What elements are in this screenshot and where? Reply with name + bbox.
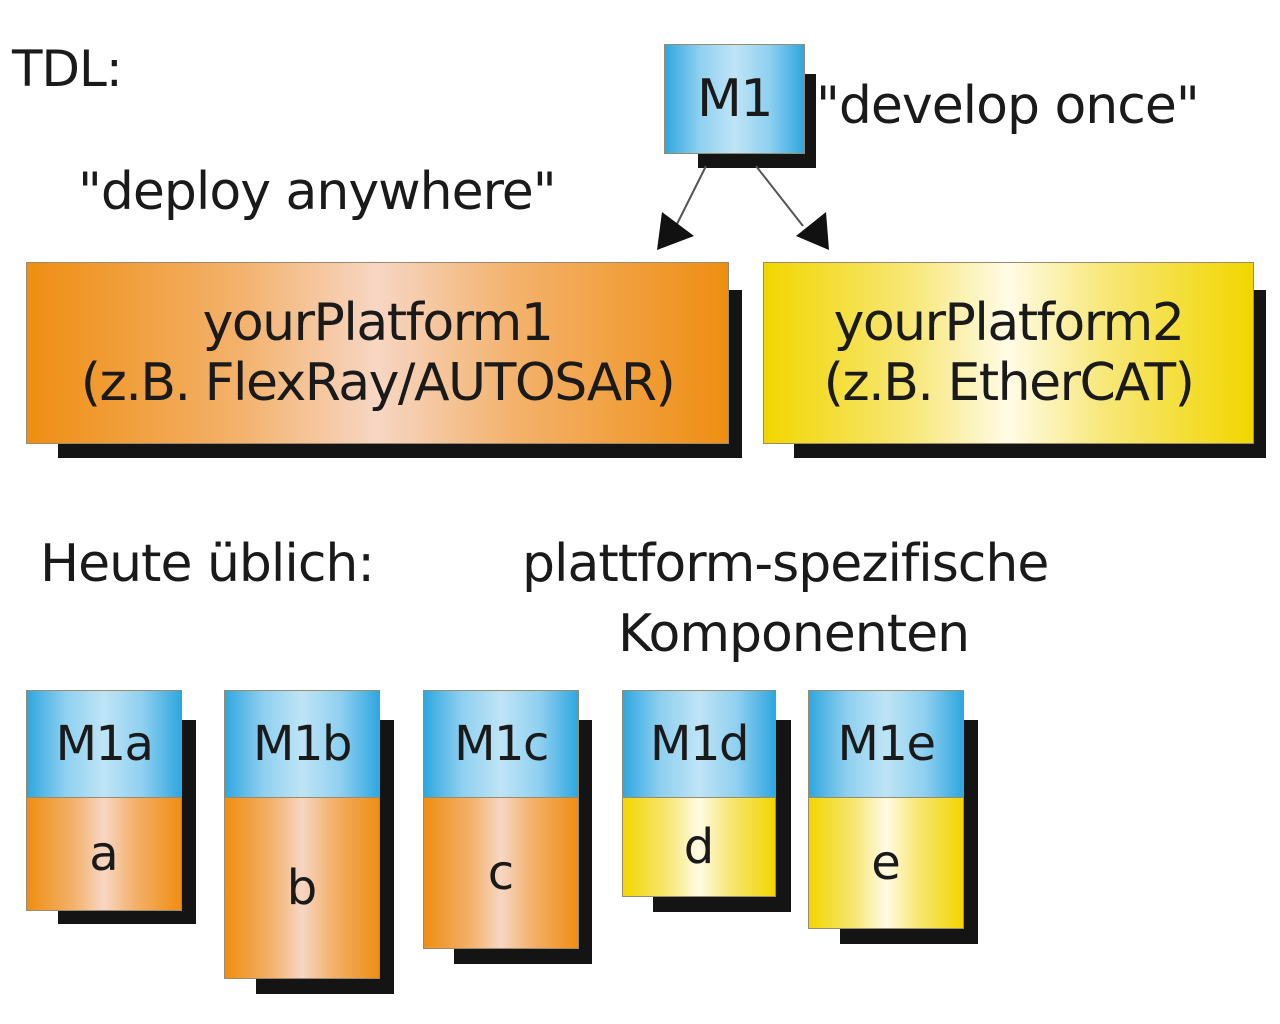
arrow-to-platform2-head	[796, 212, 829, 250]
component-m1b-part-label: b	[286, 860, 318, 916]
component-m1d-module-label: M1d	[650, 716, 749, 772]
platform2-box: yourPlatform2 (z.B. EtherCAT)	[763, 262, 1254, 444]
arrow-to-platform2-line	[755, 165, 804, 227]
component-m1e-platform-part: e	[808, 797, 964, 929]
component-m1d-module: M1d	[622, 690, 776, 798]
arrow-to-platform1-line	[675, 165, 707, 227]
platform1-box: yourPlatform1 (z.B. FlexRay/AUTOSAR)	[26, 262, 729, 444]
component-m1d-platform-part: d	[622, 797, 776, 897]
component-m1d-part-label: d	[683, 819, 715, 875]
component-m1a-part-label: a	[89, 826, 119, 882]
component-m1c-module: M1c	[423, 690, 579, 798]
develop-once-label: "develop once"	[816, 76, 1200, 136]
component-m1a-module: M1a	[26, 690, 182, 798]
component-m1c-platform-part: c	[423, 797, 579, 949]
m1-module-box: M1	[664, 44, 805, 154]
component-m1e-module-label: M1e	[837, 716, 936, 772]
component-m1e-module: M1e	[808, 690, 964, 798]
component-m1e-part-label: e	[871, 835, 901, 891]
component-m1a-platform-part: a	[26, 797, 182, 911]
component-m1b-module: M1b	[224, 690, 380, 798]
platform1-name: yourPlatform1	[202, 292, 554, 353]
platform2-name: yourPlatform2	[833, 292, 1185, 353]
arrow-to-platform1-head	[657, 212, 694, 250]
deploy-anywhere-label: "deploy anywhere"	[78, 162, 557, 222]
tdl-label: TDL:	[12, 40, 123, 98]
component-m1b-module-label: M1b	[253, 716, 352, 772]
platform-specific-line2: Komponenten	[618, 604, 970, 664]
today-label: Heute üblich:	[40, 534, 375, 594]
component-m1a-module-label: M1a	[55, 716, 154, 772]
component-m1c-module-label: M1c	[454, 716, 549, 772]
m1-module-label: M1	[697, 69, 773, 129]
platform1-example: (z.B. FlexRay/AUTOSAR)	[80, 353, 676, 413]
component-m1c-part-label: c	[487, 845, 515, 901]
component-m1b-platform-part: b	[224, 797, 380, 979]
platform-specific-line1: plattform-spezifische	[522, 534, 1049, 594]
platform2-example: (z.B. EtherCAT)	[823, 353, 1195, 413]
